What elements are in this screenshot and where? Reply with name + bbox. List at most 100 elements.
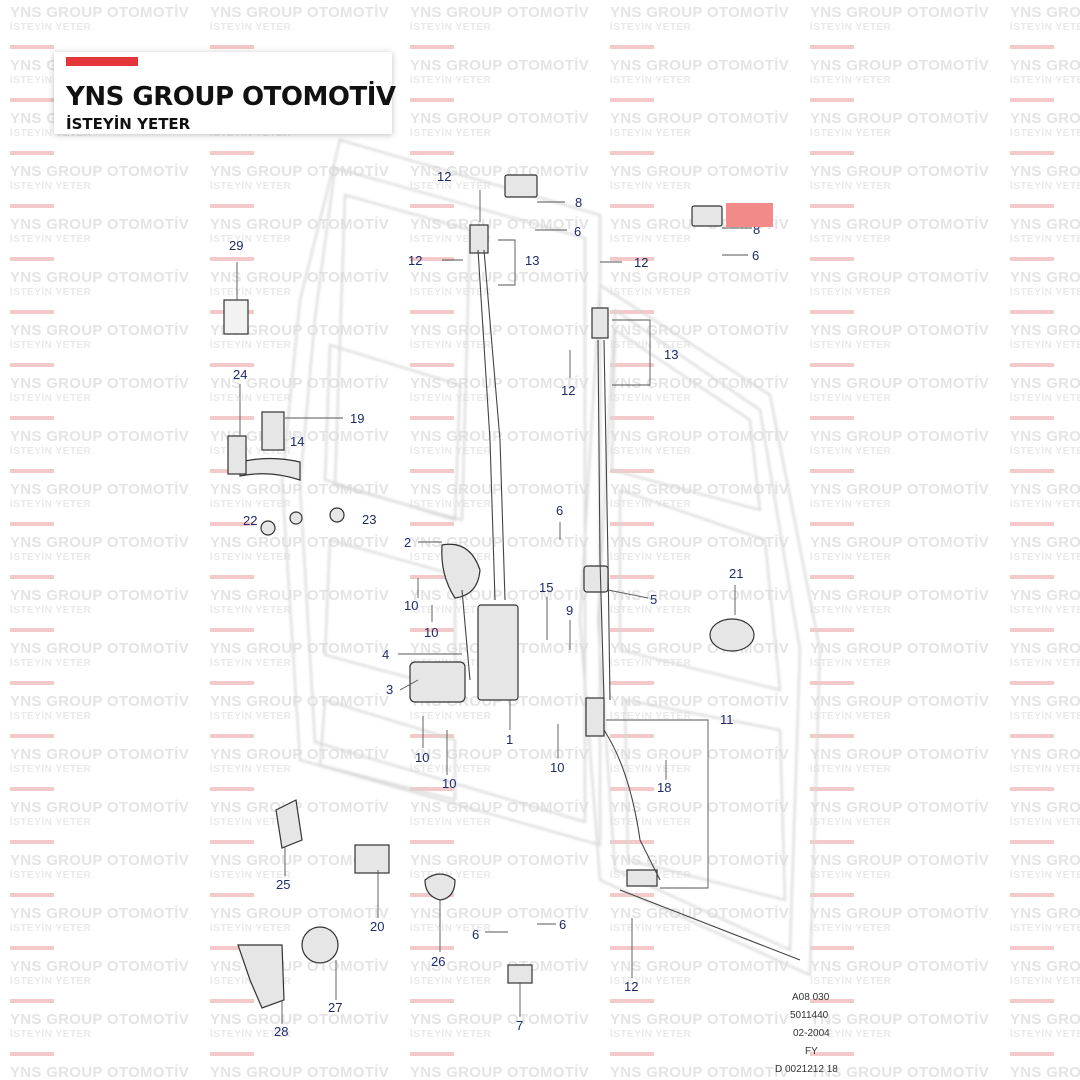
watermark-title: YNS GROUP OTOMOTİV [210, 1064, 390, 1080]
watermark-title: YNS GROUP OTOMOTİV [410, 1064, 590, 1080]
watermark-subtitle: İSTEYİN YETER [610, 75, 692, 86]
watermark-title: YNS GROUP OTOMOTİV [610, 746, 790, 763]
part-latch-top-left [469, 224, 489, 254]
watermark-line [810, 469, 854, 473]
watermark-subtitle: İSTEYİN YETER [810, 181, 892, 192]
watermark-subtitle: İSTEYİN YETER [410, 75, 492, 86]
watermark-line [410, 98, 454, 102]
watermark-subtitle: İSTEYİN YETER [610, 976, 692, 987]
watermark-line [210, 734, 254, 738]
watermark-line [1010, 257, 1054, 261]
watermark-line [610, 787, 654, 791]
part-lock-2 [441, 543, 481, 599]
watermark-subtitle: İSTEYİN YETER [610, 923, 692, 934]
watermark-title: YNS GROUP OTOMOTİV [10, 322, 190, 339]
watermark-subtitle: İSTEYİN YETER [210, 817, 292, 828]
watermark-line [10, 204, 54, 208]
watermark-title: YNS GROUP OTOMOTİV [1010, 375, 1080, 392]
watermark-title: YNS GROUP OTOMOTİV [1010, 587, 1080, 604]
watermark-line [810, 734, 854, 738]
watermark-subtitle: İSTEYİN YETER [10, 446, 92, 457]
watermark-line [10, 681, 54, 685]
watermark-line [410, 310, 454, 314]
watermark-subtitle: İSTEYİN YETER [410, 393, 492, 404]
watermark-subtitle: İSTEYİN YETER [810, 499, 892, 510]
watermark-title: YNS GROUP OTOMOTİV [410, 216, 590, 233]
watermark-subtitle: İSTEYİN YETER [610, 499, 692, 510]
watermark-line [210, 946, 254, 950]
callout-12-b: 12 [408, 253, 422, 268]
watermark-subtitle: İSTEYİN YETER [10, 711, 92, 722]
watermark-line [1010, 1052, 1054, 1056]
watermark-title: YNS GROUP OTOMOTİV [610, 958, 790, 975]
part-hinge-7 [507, 964, 533, 984]
watermark-subtitle: İSTEYİN YETER [810, 446, 892, 457]
callout-6-e: 6 [559, 917, 566, 932]
drawing-code: 02-2004 [793, 1028, 830, 1039]
watermark-title: YNS GROUP OTOMOTİV [1010, 640, 1080, 657]
watermark-subtitle: İSTEYİN YETER [410, 711, 492, 722]
watermark-title: YNS GROUP OTOMOTİV [210, 322, 390, 339]
watermark-title: YNS GROUP OTOMOTİV [10, 269, 190, 286]
watermark-title: YNS GROUP OTOMOTİV [210, 375, 390, 392]
watermark-line [1010, 734, 1054, 738]
drawing-code: FY [805, 1046, 818, 1057]
callout-1: 1 [506, 732, 513, 747]
watermark-line [210, 522, 254, 526]
watermark-line [610, 98, 654, 102]
watermark-line [10, 469, 54, 473]
watermark-line [210, 416, 254, 420]
watermark-subtitle: İSTEYİN YETER [10, 22, 92, 33]
watermark-line [210, 45, 254, 49]
watermark-title: YNS GROUP OTOMOTİV [810, 746, 990, 763]
watermark-subtitle: İSTEYİN YETER [10, 764, 92, 775]
watermark-line [610, 204, 654, 208]
watermark-line [610, 575, 654, 579]
part-cap-27 [301, 926, 339, 964]
part-bracket-24 [227, 435, 247, 475]
part-grommet-17 [289, 511, 303, 525]
watermark-title: YNS GROUP OTOMOTİV [810, 1064, 990, 1080]
callout-12-a: 12 [437, 169, 451, 184]
callout-6-d: 6 [472, 927, 479, 942]
watermark-subtitle: İSTEYİN YETER [1010, 128, 1080, 139]
watermark-subtitle: İSTEYİN YETER [1010, 446, 1080, 457]
watermark-title: YNS GROUP OTOMOTİV [810, 640, 990, 657]
callout-21: 21 [729, 566, 743, 581]
watermark-line [10, 363, 54, 367]
watermark-subtitle: İSTEYİN YETER [410, 340, 492, 351]
drawing-code: D 0021212 18 [775, 1064, 838, 1075]
watermark-title: YNS GROUP OTOMOTİV [10, 852, 190, 869]
watermark-title: YNS GROUP OTOMOTİV [610, 322, 790, 339]
watermark-title: YNS GROUP OTOMOTİV [1010, 746, 1080, 763]
watermark-subtitle: İSTEYİN YETER [810, 976, 892, 987]
watermark-title: YNS GROUP OTOMOTİV [610, 852, 790, 869]
watermark-line [1010, 45, 1054, 49]
callout-12-d: 12 [561, 383, 575, 398]
watermark-subtitle: İSTEYİN YETER [210, 22, 292, 33]
watermark-line [10, 522, 54, 526]
